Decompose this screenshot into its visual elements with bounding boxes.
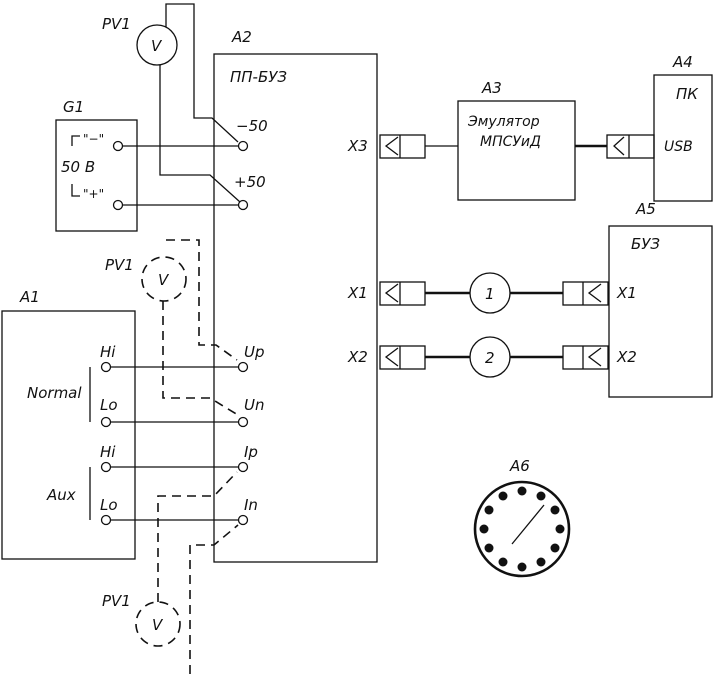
a2-x2-label: X2 [347,348,368,366]
a1-terminal-normal-hi [100,361,112,373]
pv1-bot-v: V [152,616,164,634]
a3-label: A3 [481,79,502,97]
pv1-mid-lead-left [162,301,239,416]
pv1-top-lead-left [159,65,241,203]
pv1-bot-voltmeter-icon [135,601,181,647]
a1-aux: Aux [46,486,76,504]
a4-pk: ПК [676,85,699,103]
pv1-top-v: V [151,37,163,55]
a2-title: ПП-БУЗ [230,68,287,86]
a2-up-label: Up [244,343,265,361]
cable-1-label: 1 [485,285,495,303]
a2-minus50-label: −50 [236,117,268,135]
a3-title-line1: Эмулятор [467,114,540,130]
pv1-mid-lead-right [166,239,238,361]
a1-block [1,310,136,560]
a2-terminal-ip [237,461,249,473]
a2-terminal-plus50 [237,199,249,211]
a6-dial-pointer [511,504,545,545]
a6-label: A6 [509,457,530,475]
a1-terminal-aux-lo [100,514,112,526]
a6-dial-ring [473,480,571,578]
a1-terminal-normal-lo [100,416,112,428]
a2-terminal-in [237,514,249,526]
g1-minus-label: "−" [83,132,104,146]
a1-hi2: Hi [100,443,116,461]
pv1-top-lead-right [165,3,239,143]
a1-lo2: Lo [100,496,118,514]
x1-connector-right [562,281,609,306]
a5-title: БУЗ [631,235,660,253]
a2-block [213,53,378,563]
g1-label: G1 [63,98,84,116]
a4-block [653,74,713,202]
a2-ip-label: Ip [244,443,258,461]
a2-x1-label: X1 [347,284,368,302]
pv1-mid-voltmeter-icon [141,256,187,302]
g1-bracket-bottom [71,184,80,197]
a3-block [457,100,576,201]
a2-label: A2 [231,28,252,46]
a5-x2-label: X2 [616,348,637,366]
g1-terminal-minus [112,140,124,152]
a3-title-line2: МПСУиД [480,134,541,150]
a2-terminal-un [237,416,249,428]
x2-connector-right [562,345,609,370]
g1-bracket-top [71,135,80,146]
pv1-bot-label: PV1 [102,592,131,610]
pv1-top-voltmeter-icon [136,24,178,66]
pv1-bot-lead-left [157,471,238,602]
a5-label: A5 [635,200,656,218]
a2-x3-label: X3 [347,137,368,155]
pv1-top-label: PV1 [102,15,131,33]
a6-dial [473,480,571,578]
g1-plus-label: "+" [83,187,104,201]
a1-hi1: Hi [100,343,116,361]
pv1-mid-v: V [158,271,170,289]
a1-lo1: Lo [100,396,118,414]
g1-voltage: 50 В [61,158,95,176]
a1-normal: Normal [27,384,82,402]
a2-plus50-label: +50 [234,173,266,191]
cable-2-label: 2 [485,349,495,367]
pv1-bot-lead-right [189,524,239,674]
a6-dial-dots [479,486,565,572]
pv1-mid-label: PV1 [105,256,134,274]
a5-block [608,225,713,398]
g1-terminal-plus [112,199,124,211]
a2-un-label: Un [244,396,265,414]
a1-label: A1 [19,288,40,306]
a4-label: A4 [672,53,693,71]
a1-terminal-aux-hi [100,461,112,473]
a4-usb: USB [664,139,693,155]
g1-block [55,119,138,232]
a2-terminal-up [237,361,249,373]
a2-terminal-minus50 [237,140,249,152]
a2-in-label: In [244,496,258,514]
a5-x1-label: X1 [616,284,637,302]
